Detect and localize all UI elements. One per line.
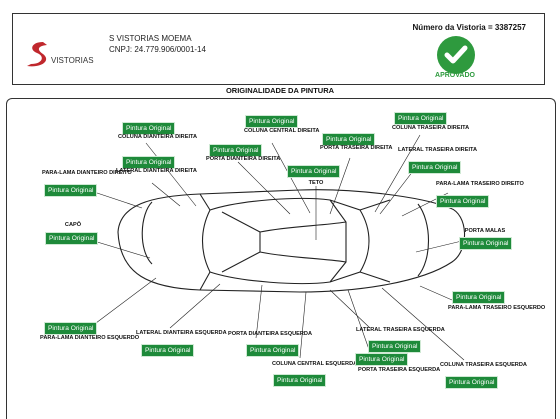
part-status-badge: Pintura Original [45, 323, 97, 334]
part-status-badge: Pintura Original [210, 145, 262, 156]
company-logo: VISTORIAS [27, 42, 94, 67]
part-status-badge: Pintura Original [142, 345, 194, 356]
part-label: PARA-LAMA TRASEIRO DIREITO [436, 181, 524, 187]
part-label: PARA-LAMA DIANTEIRO ESQUERDO [40, 335, 140, 341]
approved-check-icon [437, 36, 475, 74]
part-status-badge: Pintura Original [45, 185, 97, 196]
logo-text: VISTORIAS [51, 56, 94, 65]
part-status-badge: Pintura Original [395, 113, 447, 124]
part-status-badge: Pintura Original [246, 116, 298, 127]
part-label: CAPÔ [64, 222, 82, 228]
part-status-badge: Pintura Original [288, 166, 340, 177]
approval-status: APROVADO [435, 72, 475, 79]
company-info: S VISTORIAS MOEMA CNPJ: 24.779.906/0001-… [109, 33, 206, 55]
part-label: COLUNA TRASEIRA ESQUERDA [440, 362, 527, 368]
part-label: PORTA TRASEIRA DIREITA [320, 145, 393, 151]
part-status-badge: Pintura Original [123, 157, 175, 168]
part-status-badge: Pintura Original [369, 341, 421, 352]
part-label: PORTA DIANTEIRA ESQUERDA [228, 331, 313, 337]
part-status-badge: Pintura Original [274, 375, 326, 386]
part-label: COLUNA TRASEIRA DIREITA [392, 125, 470, 131]
part-label: PARA-LAMA DIANTEIRO DIREITO [42, 170, 132, 176]
part-status-badge: Pintura Original [409, 162, 461, 173]
company-name: S VISTORIAS MOEMA [109, 34, 192, 43]
part-label: COLUNA CENTRAL ESQUERDA [272, 361, 358, 367]
part-label: PARA-LAMA TRASEIRO ESQUERDO [448, 305, 546, 311]
part-status-badge: Pintura Original [323, 134, 375, 145]
part-status-badge: Pintura Original [453, 292, 505, 303]
part-label: LATERAL DIANTEIRA DIREITA [116, 168, 197, 174]
part-status-badge: Pintura Original [446, 377, 498, 388]
part-label: PORTA DIANTEIRA DIREITA [206, 156, 281, 162]
part-label: PORTA TRASEIRA ESQUERDA [358, 367, 441, 373]
company-cnpj: CNPJ: 24.779.906/0001-14 [109, 45, 206, 54]
report-header: VISTORIAS S VISTORIAS MOEMA CNPJ: 24.779… [12, 13, 545, 85]
vistoria-number: Número da Vistoria = 3387257 [412, 23, 526, 32]
part-status-badge: Pintura Original [437, 196, 489, 207]
part-label: LATERAL TRASEIRA DIREITA [398, 147, 478, 153]
part-status-badge: Pintura Original [247, 345, 299, 356]
part-label: COLUNA CENTRAL DIREITA [244, 128, 320, 134]
part-label: TETO [308, 180, 324, 186]
part-status-badge: Pintura Original [460, 238, 512, 249]
part-status-badge: Pintura Original [46, 233, 98, 244]
part-label: PORTA MALAS [464, 228, 506, 234]
part-label: LATERAL DIANTEIRA ESQUERDA [136, 330, 227, 336]
diagram-frame [6, 98, 556, 419]
section-title: ORIGINALIDADE DA PINTURA [225, 86, 335, 95]
part-label: LATERAL TRASEIRA ESQUERDA [356, 327, 445, 333]
part-status-badge: Pintura Original [356, 354, 408, 365]
part-label: COLUNA DIANTEIRA DIREITA [118, 134, 198, 140]
part-status-badge: Pintura Original [123, 123, 175, 134]
